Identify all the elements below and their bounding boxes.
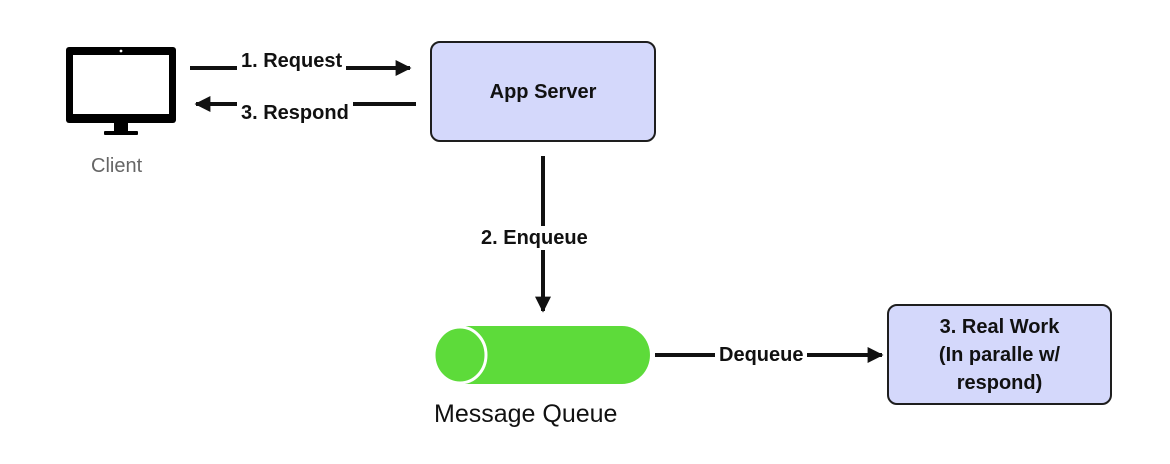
app-server-label: App Server <box>489 80 597 103</box>
message-queue-label: Message Queue <box>434 400 618 428</box>
real-work-line-2: (In paralle w/ <box>938 343 1061 366</box>
dequeue-label: Dequeue <box>715 343 808 367</box>
app-server-node: App Server <box>430 41 656 142</box>
real-work-line-1: 3. Real Work <box>939 315 1060 338</box>
client-label: Client <box>91 155 143 177</box>
cylinder-queue-icon <box>432 325 650 385</box>
enqueue-label: 2. Enqueue <box>477 226 592 250</box>
real-work-line-3: respond) <box>956 371 1043 394</box>
request-label: 1. Request <box>237 49 347 73</box>
respond-label: 3. Respond <box>237 101 353 125</box>
real-work-node: 3. Real Work (In paralle w/ respond) <box>887 304 1112 405</box>
monitor-icon <box>66 47 176 135</box>
real-work-label: 3. Real Work (In paralle w/ respond) <box>939 313 1060 397</box>
